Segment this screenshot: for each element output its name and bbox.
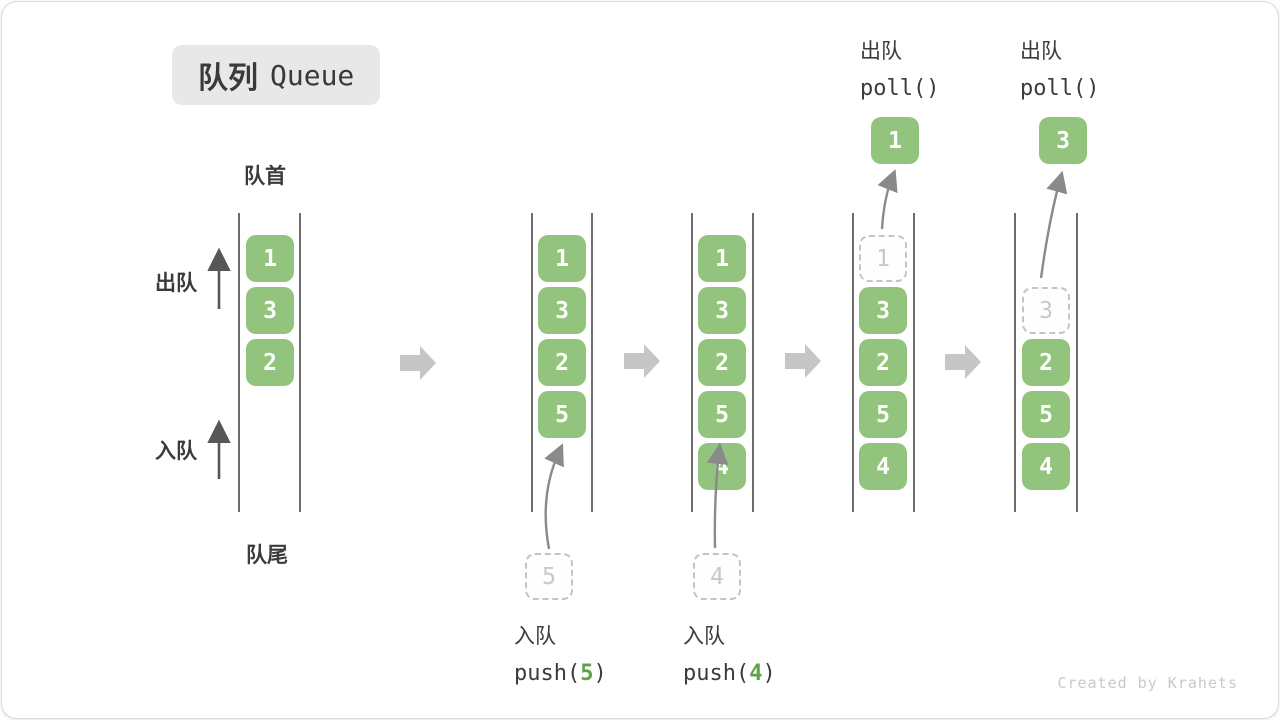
- queue2-item: 2: [538, 339, 586, 386]
- poll2-code: poll(): [1020, 76, 1100, 101]
- queue4-item: 2: [859, 339, 907, 386]
- step-arrow-icon: [785, 344, 821, 378]
- queue5-removed-ghost: 3: [1022, 287, 1070, 334]
- queue4-right-rail: [913, 213, 915, 512]
- queue2-item: 1: [538, 235, 586, 282]
- enqueue5-arrow: [544, 443, 564, 550]
- queue3-item: 5: [698, 391, 746, 438]
- push5-code: push(5): [514, 661, 607, 686]
- queue1-right-rail: [299, 213, 301, 512]
- queue4-polled-item: 1: [871, 117, 919, 164]
- push5-arg: 5: [580, 661, 594, 686]
- push4-code: push(4): [683, 661, 776, 686]
- queue2-incoming-ghost: 5: [525, 553, 573, 600]
- title-en: Queue: [270, 58, 355, 92]
- annotation-push4: 入队 push(4): [683, 620, 776, 686]
- title-zh: 队列: [198, 61, 258, 96]
- push4-arg: 4: [749, 661, 763, 686]
- queue1-left-rail: [238, 213, 240, 512]
- label-dequeue-side: 出队: [155, 271, 197, 295]
- label-enqueue-side: 入队: [155, 439, 197, 463]
- queue3-item: 3: [698, 287, 746, 334]
- annotation-poll2: 出队 poll(): [1020, 35, 1099, 101]
- push5-label: 入队: [514, 624, 556, 648]
- queue4-removed-ghost: 1: [859, 235, 907, 282]
- queue5-item: 4: [1022, 443, 1070, 490]
- step-arrow-icon: [400, 346, 436, 380]
- queue1-item: 3: [246, 287, 294, 334]
- label-queue-rear: 队尾: [246, 543, 288, 567]
- poll1-arrow: [877, 169, 898, 230]
- annotation-push5: 入队 push(5): [514, 620, 607, 686]
- step-arrow-icon: [945, 345, 981, 379]
- push4-fn: push(: [683, 661, 750, 686]
- watermark-credit: Created by Krahets: [1057, 674, 1238, 692]
- queue5-right-rail: [1076, 213, 1078, 512]
- figure-title-badge: 队列 Queue: [172, 45, 381, 105]
- queue2-item: 3: [538, 287, 586, 334]
- push4-label: 入队: [683, 624, 725, 648]
- annotation-poll1: 出队 poll(): [860, 35, 939, 101]
- queue4-item: 3: [859, 287, 907, 334]
- queue5-polled-item: 3: [1039, 117, 1087, 164]
- queue3-item: 4: [698, 443, 746, 490]
- queue3-right-rail: [752, 213, 754, 512]
- queue5-item: 2: [1022, 339, 1070, 386]
- push4-close: ): [762, 661, 776, 686]
- queue5-item: 5: [1022, 391, 1070, 438]
- push5-close: ): [593, 661, 607, 686]
- queue5-left-rail: [1014, 213, 1016, 512]
- label-queue-front: 队首: [244, 164, 286, 188]
- queue3-item: 1: [698, 235, 746, 282]
- push5-fn: push(: [514, 661, 581, 686]
- queue2-right-rail: [591, 213, 593, 512]
- queue3-left-rail: [691, 213, 693, 512]
- queue4-left-rail: [852, 213, 854, 512]
- poll1-code: poll(): [860, 76, 940, 101]
- queue4-item: 5: [859, 391, 907, 438]
- queue1-item: 2: [246, 339, 294, 386]
- poll1-label: 出队: [860, 39, 902, 63]
- queue2-left-rail: [531, 213, 533, 512]
- poll3-arrow: [1039, 170, 1068, 279]
- queue3-incoming-ghost: 4: [693, 553, 741, 600]
- poll2-label: 出队: [1020, 39, 1062, 63]
- queue3-item: 2: [698, 339, 746, 386]
- step-arrow-icon: [624, 344, 660, 378]
- queue4-item: 4: [859, 443, 907, 490]
- queue2-item: 5: [538, 391, 586, 438]
- queue1-item: 1: [246, 235, 294, 282]
